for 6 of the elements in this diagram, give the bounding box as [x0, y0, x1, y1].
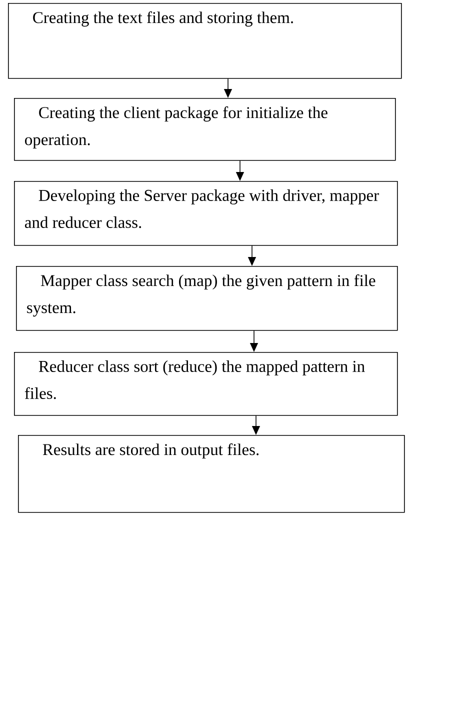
process-box: Reducer class sort (reduce) the mapped pattern in files.	[14, 352, 398, 416]
process-box: Mapper class search (map) the given pattern in file system.	[16, 266, 398, 331]
process-box: Creating the text files and storing them.	[8, 3, 402, 79]
process-box: Results are stored in output files.	[18, 435, 405, 513]
process-box: Creating the client package for initialize the operation.	[14, 98, 396, 161]
process-box: Developing the Server package with driver, mapper and reducer class.	[14, 181, 398, 246]
